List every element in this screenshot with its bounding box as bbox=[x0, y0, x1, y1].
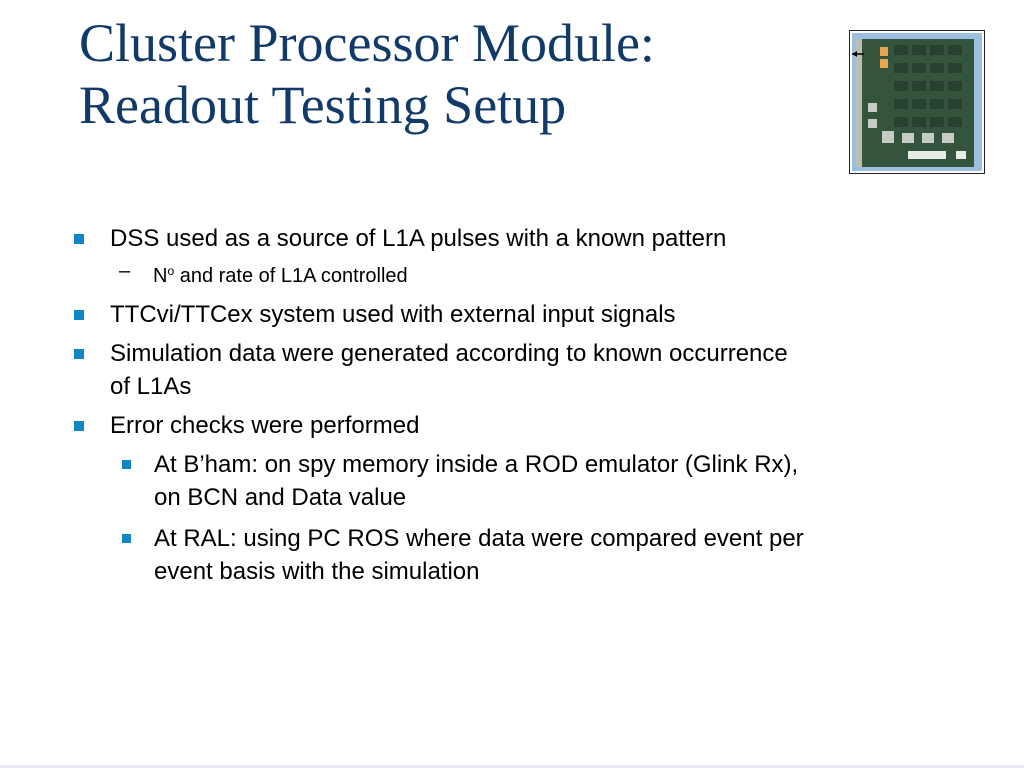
sub-text-rest: and rate of L1A controlled bbox=[174, 265, 408, 287]
sub-list-item: At B’ham: on spy memory inside a ROD emu… bbox=[70, 448, 950, 514]
square-bullet-icon bbox=[74, 349, 84, 359]
sub-text-n: N bbox=[153, 265, 168, 287]
bullet-text: DSS used as a source of L1A pulses with … bbox=[110, 225, 727, 252]
board-photo bbox=[849, 30, 985, 174]
square-bullet-icon bbox=[74, 234, 84, 244]
bullet-text: TTCvi/TTCex system used with external in… bbox=[110, 301, 676, 328]
sub-text-line-1: At B’ham: on spy memory inside a ROD emu… bbox=[154, 451, 799, 478]
footer-divider bbox=[0, 765, 1024, 768]
page-title: Cluster Processor Module: Readout Testin… bbox=[79, 12, 819, 136]
list-item: Simulation data were generated according… bbox=[70, 337, 950, 403]
square-bullet-icon bbox=[122, 534, 131, 543]
pcb-board-photo-icon bbox=[852, 33, 982, 171]
dash-bullet-icon: – bbox=[119, 260, 131, 282]
sub-list-item: At RAL: using PC ROS where data were com… bbox=[70, 522, 950, 588]
bullet-text: Error checks were performed bbox=[110, 412, 420, 439]
sub-text-line-1: At RAL: using PC ROS where data were com… bbox=[154, 525, 804, 552]
bullet-list: DSS used as a source of L1A pulses with … bbox=[70, 222, 950, 596]
sub-text-line-2: on BCN and Data value bbox=[154, 484, 407, 511]
square-bullet-icon bbox=[74, 421, 84, 431]
list-item: Error checks were performed bbox=[70, 409, 950, 442]
bullet-text-line-2: of L1As bbox=[110, 373, 192, 400]
sub-text-superscript: o bbox=[167, 264, 175, 278]
square-bullet-icon bbox=[122, 460, 131, 469]
title-line-2: Readout Testing Setup bbox=[79, 75, 567, 135]
list-item: TTCvi/TTCex system used with external in… bbox=[70, 298, 950, 331]
bullet-text-line-1: Simulation data were generated according… bbox=[110, 340, 788, 367]
list-item: DSS used as a source of L1A pulses with … bbox=[70, 222, 950, 255]
title-line-1: Cluster Processor Module: bbox=[79, 13, 655, 73]
sub-list-item: – No and rate of L1A controlled bbox=[70, 257, 950, 290]
sub-text-line-2: event basis with the simulation bbox=[154, 558, 480, 585]
square-bullet-icon bbox=[74, 310, 84, 320]
